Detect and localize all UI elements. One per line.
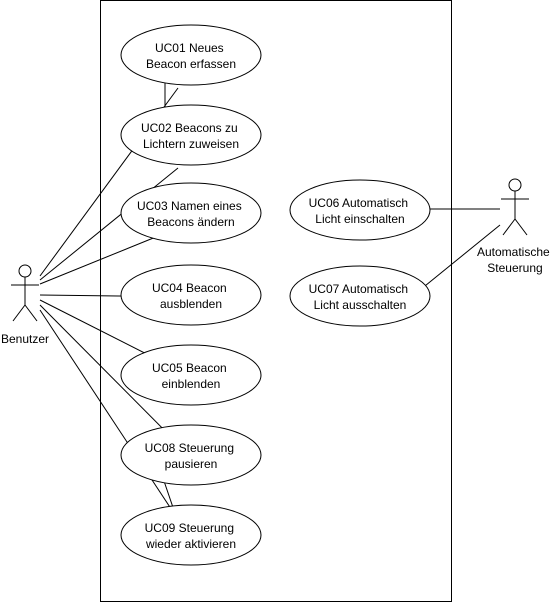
- actor-automatische-steuerung-label: Automatische Steuerung: [477, 245, 553, 275]
- uc03-label: UC03 Namen eines Beacons ändern: [137, 199, 245, 229]
- uc09-label: UC09 Steuerung wieder aktivieren: [145, 521, 238, 551]
- use-case-uc01[interactable]: UC01 Neues Beacon erfassen: [120, 24, 262, 86]
- uc07-label: UC07 Automatisch Licht ausschalten: [309, 282, 412, 312]
- uc06-label: UC06 Automatisch Licht einschalten: [309, 196, 412, 226]
- use-case-uc07[interactable]: UC07 Automatisch Licht ausschalten: [289, 265, 431, 327]
- associations: [39, 60, 501, 531]
- actor-benutzer[interactable]: Benutzer: [1, 264, 49, 346]
- uc08-label: UC08 Steuerung pausieren: [145, 441, 238, 471]
- uc05-label: UC05 Beacon einblenden: [152, 361, 230, 391]
- uc02-label: UC02 Beacons zu Lichtern zuweisen: [141, 121, 241, 151]
- stick-figure-icon: [501, 178, 529, 236]
- actor-automatische-steuerung[interactable]: Automatische Steuerung: [477, 178, 553, 275]
- use-case-uc04[interactable]: UC04 Beacon ausblenden: [120, 264, 262, 326]
- stick-figure-icon: [11, 264, 39, 322]
- use-case-uc06[interactable]: UC06 Automatisch Licht einschalten: [289, 179, 431, 241]
- use-case-uc09[interactable]: UC09 Steuerung wieder aktivieren: [120, 504, 262, 566]
- use-case-uc05[interactable]: UC05 Beacon einblenden: [120, 344, 262, 406]
- assoc-benutzer-uc03: [39, 167, 179, 281]
- uc01-label: UC01 Neues Beacon erfassen: [146, 41, 236, 71]
- use-case-uc02[interactable]: UC02 Beacons zu Lichtern zuweisen: [120, 104, 262, 166]
- actor-benutzer-label: Benutzer: [1, 332, 49, 346]
- uc04-label: UC04 Beacon ausblenden: [152, 281, 230, 311]
- assoc-benutzer-uc09: [39, 309, 186, 531]
- system-boundary: [100, 0, 452, 602]
- use-case-uc08[interactable]: UC08 Steuerung pausieren: [120, 424, 262, 486]
- use-case-uc03[interactable]: UC03 Namen eines Beacons ändern: [120, 182, 262, 244]
- assoc-steuerung-uc07: [419, 224, 501, 291]
